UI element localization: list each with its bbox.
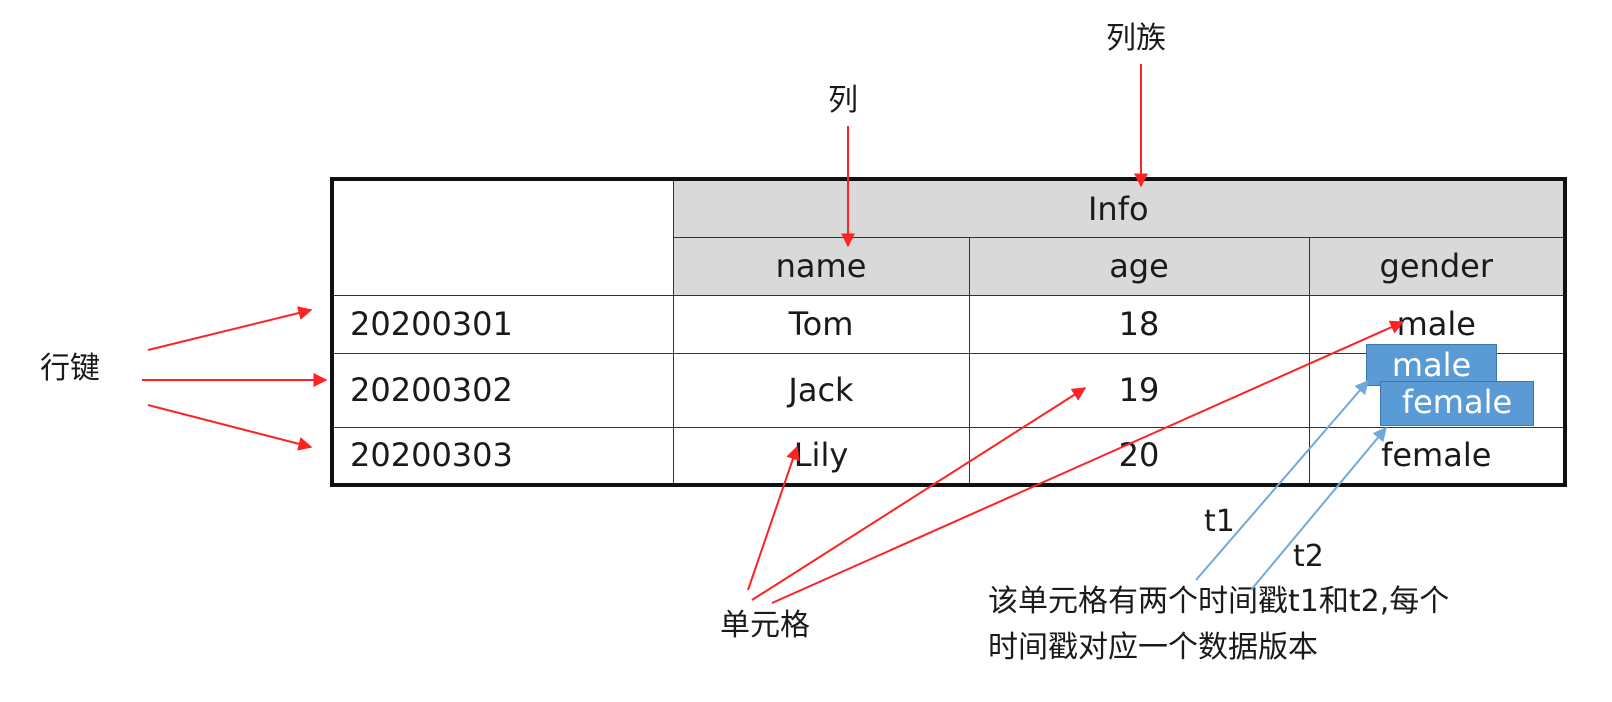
cell-name: Jack — [672, 352, 970, 428]
t2-label: t2 — [1293, 539, 1324, 574]
row-key-label: 行键 — [40, 351, 100, 386]
t1-label: t1 — [1204, 504, 1235, 539]
row-key-cell: 20200301 — [331, 294, 674, 354]
corner-cell — [331, 178, 674, 296]
row-key-arrow-1 — [147, 306, 313, 351]
cell-gender: female — [1308, 426, 1566, 486]
hbase-table: Info name age gender 20200301 Tom 18 mal… — [330, 177, 1568, 487]
cell-name: Tom — [672, 294, 970, 354]
column-family-label: 列族 — [1106, 21, 1166, 56]
row-key-arrow-3 — [147, 404, 313, 451]
row-key-cell: 20200303 — [331, 426, 674, 486]
column-header-gender: gender — [1308, 236, 1566, 296]
row-key-cell: 20200302 — [331, 352, 674, 428]
cell-age: 20 — [968, 426, 1310, 486]
cell-name: Lily — [672, 426, 970, 486]
version-box-t2: female — [1380, 381, 1534, 426]
version-box-t1: male — [1366, 344, 1497, 386]
table-row: 20200303 Lily 20 female — [331, 426, 1566, 486]
column-header-name: name — [672, 236, 970, 296]
cell-label: 单元格 — [720, 608, 810, 643]
column-family-header: Info — [672, 178, 1566, 238]
column-label: 列 — [828, 83, 858, 118]
timestamp-note-line2: 时间戳对应一个数据版本 — [988, 630, 1318, 665]
cell-age: 18 — [968, 294, 1310, 354]
timestamp-note-line1: 该单元格有两个时间戳t1和t2,每个 — [988, 584, 1450, 619]
cell-age: 19 — [968, 352, 1310, 428]
column-header-age: age — [968, 236, 1310, 296]
